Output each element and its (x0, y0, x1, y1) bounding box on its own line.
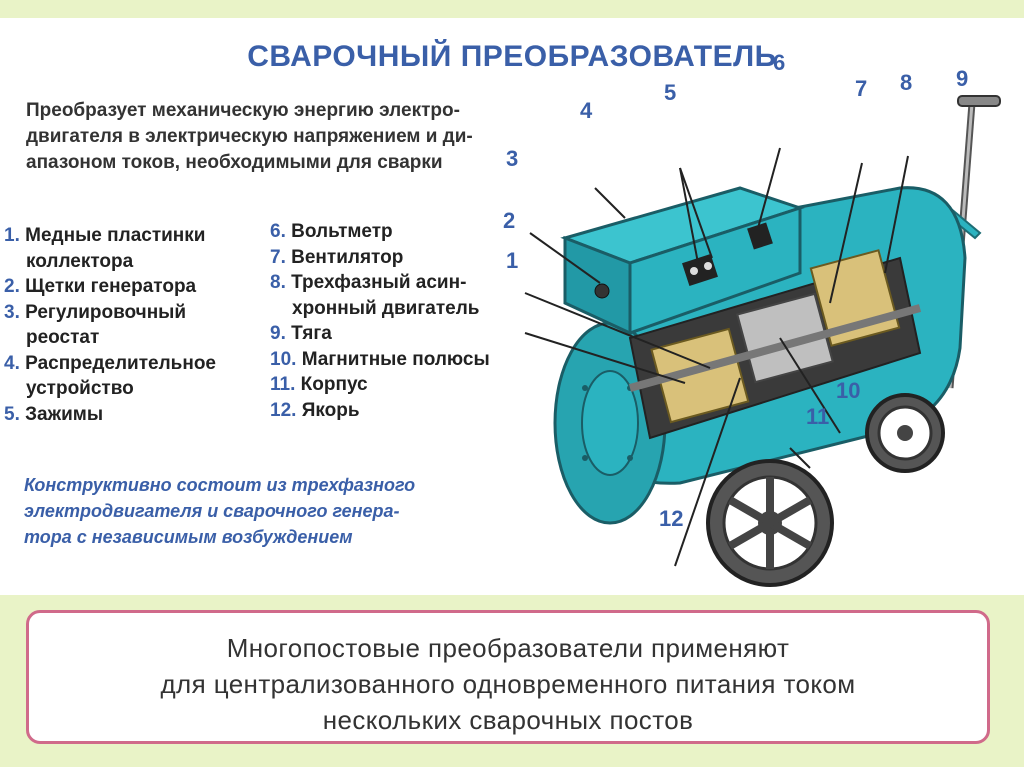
callout-12: 12 (659, 506, 683, 532)
item-number: 8. (270, 270, 286, 296)
callout-11: 11 (806, 404, 829, 430)
callout-1: 1 (506, 248, 518, 274)
item-number: 3. (4, 300, 20, 326)
callout-10: 10 (836, 378, 860, 404)
item-number: 9. (270, 321, 286, 347)
intro-line: двигателя в электрическую напряжением и … (26, 124, 496, 150)
item-label: Регулировочный (25, 302, 186, 323)
item-label-cont: устройство (4, 376, 216, 402)
intro-line: Преобразует механическую энергию электро… (26, 98, 496, 124)
callout-8: 8 (900, 70, 912, 96)
item-number: 1. (4, 223, 20, 249)
item-number: 4. (4, 351, 20, 377)
list-item: 2. Щетки генератора (4, 274, 216, 300)
list-item: 5. Зажимы (4, 402, 216, 428)
item-number: 10. (270, 347, 296, 373)
callout-7: 7 (855, 76, 867, 102)
page-title: СВАРОЧНЫЙ ПРЕОБРАЗОВАТЕЛЬ (0, 40, 1024, 74)
item-number: 7. (270, 245, 286, 271)
item-label-cont: коллектора (4, 249, 216, 275)
item-label-cont: хронный двигатель (270, 296, 490, 322)
list-item: 9. Тяга (270, 321, 490, 347)
slide-panel: СВАРОЧНЫЙ ПРЕОБРАЗОВАТЕЛЬ Преобразует ме… (0, 18, 1024, 595)
callout-3: 3 (506, 146, 518, 172)
note-line: нескольких сварочных постов (29, 705, 987, 736)
note-line: для централизованного одновременного пит… (29, 669, 987, 700)
list-item: 1. Медные пластинки (4, 223, 216, 249)
item-label: Щетки генератора (25, 276, 196, 297)
item-number: 6. (270, 219, 286, 245)
note-box: Многопостовые преобразователи применяют … (26, 610, 990, 744)
item-label-cont: реостат (4, 325, 216, 351)
item-label: Якорь (302, 400, 360, 421)
list-item: 8. Трехфазный асин- (270, 270, 490, 296)
list-item: 6. Вольтметр (270, 219, 490, 245)
front-wheel (708, 461, 832, 585)
item-label: Вольтметр (291, 221, 393, 242)
list-item: 10. Магнитные полюсы (270, 347, 490, 373)
item-label: Корпус (301, 374, 368, 395)
list-item: 11. Корпус (270, 372, 490, 398)
list-item: 4. Распределительное (4, 351, 216, 377)
callout-4: 4 (580, 98, 592, 124)
list-item: 12. Якорь (270, 398, 490, 424)
rear-wheel (867, 395, 943, 471)
converter-illustration (480, 88, 1024, 598)
intro-line: апазоном токов, необходимыми для сварки (26, 150, 496, 176)
item-number: 12. (270, 398, 296, 424)
item-number: 5. (4, 402, 20, 428)
item-label: Зажимы (25, 404, 103, 425)
item-label: Магнитные полюсы (302, 349, 490, 370)
item-label: Трехфазный асин- (291, 272, 466, 293)
callout-6: 6 (773, 50, 785, 76)
callout-9: 9 (956, 66, 968, 92)
construct-text: Конструктивно состоит из трехфазного эле… (24, 472, 444, 550)
callout-2: 2 (503, 208, 515, 234)
item-label: Распределительное (25, 353, 216, 374)
list-item: 7. Вентилятор (270, 245, 490, 271)
intro-text: Преобразует механическую энергию электро… (26, 98, 496, 176)
note-line: Многопостовые преобразователи применяют (29, 633, 987, 664)
construct-line: электродвигателя и сварочного генера- (24, 498, 444, 524)
construct-line: Конструктивно состоит из трехфазного (24, 472, 444, 498)
parts-list-left: 1. Медные пластинки коллектора 2. Щетки … (4, 223, 216, 427)
item-number: 11. (270, 372, 295, 398)
construct-line: тора с независимым возбуждением (24, 524, 444, 550)
item-label: Тяга (291, 323, 332, 344)
item-label: Вентилятор (291, 247, 403, 268)
item-label: Медные пластинки (25, 225, 205, 246)
list-item: 3. Регулировочный (4, 300, 216, 326)
item-number: 2. (4, 274, 20, 300)
callout-5: 5 (664, 80, 676, 106)
parts-list-right: 6. Вольтметр 7. Вентилятор 8. Трехфазный… (270, 219, 490, 423)
